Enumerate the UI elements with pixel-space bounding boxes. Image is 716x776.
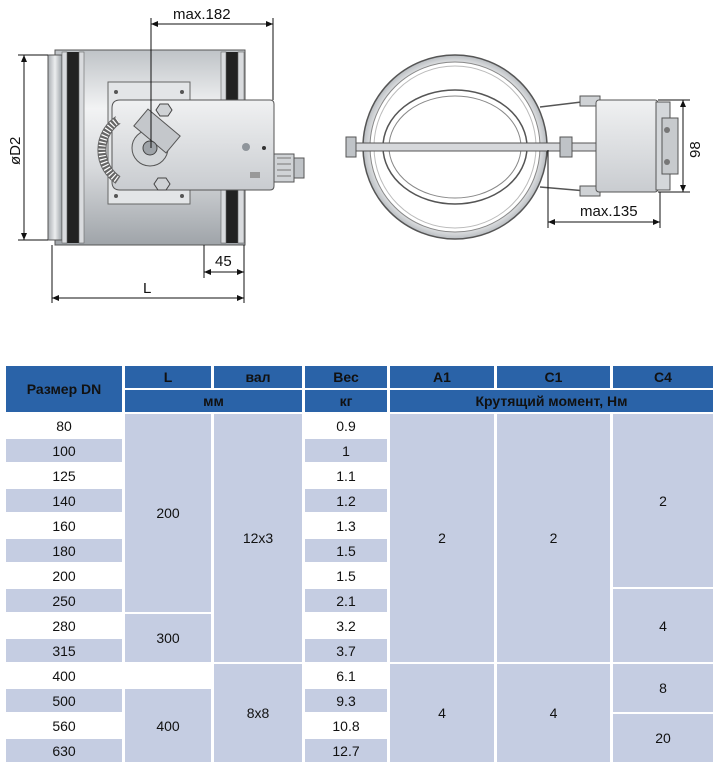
- side-dimensions: [18, 18, 274, 303]
- weight-cell: 1.1: [305, 464, 387, 487]
- weight-cell: 1.3: [305, 514, 387, 537]
- weight-cell: 12.7: [305, 739, 387, 762]
- dn-cell: 200: [6, 564, 122, 587]
- weight-cell: 1.5: [305, 564, 387, 587]
- weight-cell: 1: [305, 439, 387, 462]
- table-row: 200 1.5: [6, 564, 713, 587]
- header-mm: мм: [125, 390, 302, 412]
- c1-cell: 2: [497, 414, 610, 662]
- spec-table: Размер DN L вал Вес A1 C1 C4 мм кг Крутя…: [3, 364, 716, 764]
- table-row: 140 1.2: [6, 489, 713, 512]
- weight-cell: 9.3: [305, 689, 387, 712]
- dn-cell: 630: [6, 739, 122, 762]
- dim-max135-label: max.135: [580, 203, 638, 220]
- table-row: 250 2.1 4: [6, 589, 713, 662]
- l-cell: 300: [125, 614, 211, 662]
- table-row: 160 1.3: [6, 514, 713, 537]
- dim-l-label: L: [143, 280, 151, 297]
- table-row: 280 300 3.2: [6, 614, 713, 662]
- weight-cell: 2.1: [305, 589, 387, 612]
- dn-cell: 250: [6, 589, 122, 612]
- table-row: 100 1: [6, 439, 713, 462]
- dim-98-label: 98: [687, 141, 704, 158]
- technical-drawing: max.182 øD2 45 L: [7, 6, 704, 303]
- weight-cell: 1.5: [305, 539, 387, 562]
- weight-cell: 3.2: [305, 614, 387, 637]
- shaft-cell: 8x8: [214, 664, 302, 762]
- table-row: 630 12.7: [6, 739, 713, 762]
- table-row: 125 1.1: [6, 464, 713, 487]
- header-c4: C4: [613, 366, 713, 388]
- table-row: 500 400 9.3: [6, 689, 713, 762]
- l-cell: 400: [125, 689, 211, 762]
- dn-cell: 80: [6, 414, 122, 437]
- weight-cell: 0.9: [305, 414, 387, 437]
- a1-cell: 4: [390, 664, 494, 762]
- dn-cell: 180: [6, 539, 122, 562]
- c4-cell: 2: [613, 414, 713, 587]
- dn-cell: 160: [6, 514, 122, 537]
- table-row: 80 200 12x3 0.9 2 2 2: [6, 414, 713, 662]
- a1-cell: 2: [390, 414, 494, 662]
- weight-cell: 3.7: [305, 639, 387, 662]
- header-torque: Крутящий момент, Нм: [390, 390, 713, 412]
- dn-cell: 500: [6, 689, 122, 712]
- front-view: [345, 54, 679, 240]
- l-cell-empty: [125, 664, 211, 687]
- header-a1: A1: [390, 366, 494, 388]
- header-shaft: вал: [214, 366, 302, 388]
- dn-cell: 560: [6, 714, 122, 737]
- dim-45-label: 45: [215, 253, 232, 270]
- header-weight: Вес: [305, 366, 387, 388]
- dim-d2-label: øD2: [7, 137, 24, 165]
- c4-cell: 8: [613, 664, 713, 712]
- front-dimensions: [547, 99, 690, 228]
- shaft-cell: 12x3: [214, 414, 302, 662]
- c4-cell: 4: [613, 589, 713, 662]
- weight-cell: 1.2: [305, 489, 387, 512]
- dn-cell: 280: [6, 614, 122, 637]
- header-l: L: [125, 366, 211, 388]
- table-row: 315 3.7: [6, 639, 713, 662]
- dn-cell: 315: [6, 639, 122, 662]
- weight-cell: 6.1: [305, 664, 387, 687]
- dim-max182-label: max.182: [173, 6, 231, 23]
- weight-cell: 10.8: [305, 714, 387, 737]
- table-row: 400 8x8 6.1 4 4 8: [6, 664, 713, 762]
- header-kg: кг: [305, 390, 387, 412]
- dn-cell: 125: [6, 464, 122, 487]
- c4-cell: 20: [613, 714, 713, 762]
- header-size: Размер DN: [6, 366, 122, 412]
- side-view: [47, 49, 305, 246]
- dn-cell: 140: [6, 489, 122, 512]
- table-row: 560 10.8 20: [6, 714, 713, 762]
- l-cell: 200: [125, 414, 211, 612]
- header-c1: C1: [497, 366, 610, 388]
- dn-cell: 100: [6, 439, 122, 462]
- c1-cell: 4: [497, 664, 610, 762]
- table-row: 180 1.5: [6, 539, 713, 562]
- dn-cell: 400: [6, 664, 122, 687]
